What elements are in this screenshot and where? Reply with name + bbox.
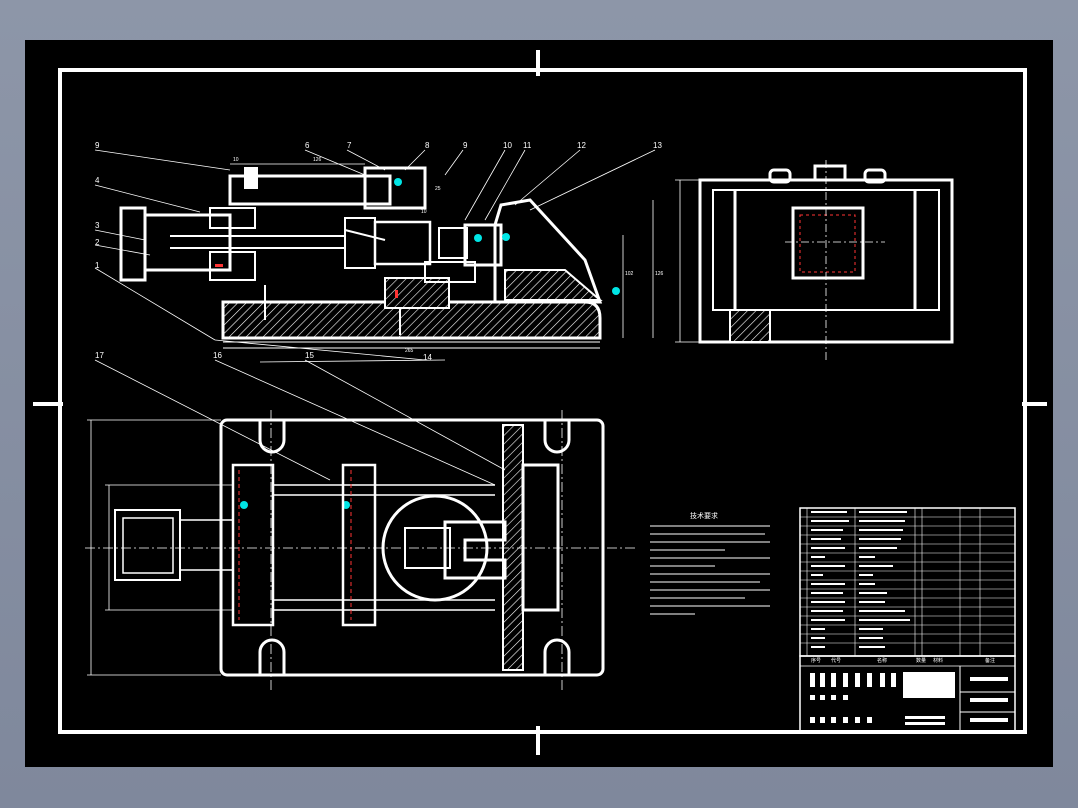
balloons-top: 9 6 7 8 9 10 11 12 13 4 3 2 1	[95, 141, 662, 270]
plan-red-lines	[238, 470, 352, 620]
balloon-label: 15	[305, 351, 314, 360]
balloon-label: 14	[423, 353, 432, 362]
balloon-label: 13	[653, 141, 662, 150]
leader-lines-bottom	[94, 359, 506, 486]
header-cell: 备注	[985, 657, 995, 664]
header-cell: 材料	[933, 657, 943, 664]
balloon-label: 11	[523, 141, 532, 150]
title-block	[799, 655, 1016, 733]
balloon-label: 2	[95, 238, 100, 247]
front-section-view	[119, 166, 603, 349]
dimensions-top: 10 126 25 10 102 126 265	[230, 157, 664, 354]
balloon-label: 8	[425, 141, 430, 150]
balloon-label: 4	[95, 176, 100, 185]
balloon-label: 17	[95, 351, 104, 360]
balloon-label: 16	[213, 351, 222, 360]
dimension-text: 126	[313, 157, 322, 163]
balloon-label: 1	[95, 261, 100, 270]
dimension-text: 102	[625, 271, 634, 277]
header-cell: 序号	[811, 657, 821, 664]
parts-list-header: 序号 代号 名称 数量 材料 备注	[811, 657, 995, 664]
dimension-text: 126	[655, 271, 664, 277]
drawing-sheet: 9 6 7 8 9 10 11 12 13 4 3 2 1 10 126 25 …	[25, 40, 1053, 767]
balloon-label: 9	[463, 141, 468, 150]
leader-lines-top	[94, 149, 656, 363]
balloon-label: 7	[347, 141, 352, 150]
header-cell: 数量	[916, 657, 926, 664]
border-frame	[33, 50, 1047, 755]
balloon-label: 12	[577, 141, 586, 150]
tech-title: 技术要求	[690, 511, 718, 520]
plan-view	[85, 410, 635, 690]
parts-list-text-lines	[811, 511, 910, 648]
balloons-bottom: 17 16 15 14	[95, 351, 432, 362]
balloon-label: 10	[503, 141, 512, 150]
header-cell: 名称	[877, 657, 887, 664]
parts-list	[799, 507, 1016, 657]
red-marks	[215, 264, 398, 298]
dimension-text: 10	[421, 209, 427, 215]
dimension-text: 10	[233, 157, 239, 163]
dimension-text: 265	[405, 348, 414, 354]
side-view	[675, 160, 954, 362]
header-cell: 代号	[831, 657, 841, 664]
dimension-text: 25	[435, 186, 441, 192]
balloon-label: 6	[305, 141, 310, 150]
balloon-label: 3	[95, 221, 100, 230]
balloon-label: 9	[95, 141, 100, 150]
technical-requirements: 技术要求	[650, 511, 770, 615]
cad-drawing: 9 6 7 8 9 10 11 12 13 4 3 2 1 10 126 25 …	[33, 50, 1047, 755]
marker-dots	[240, 178, 620, 509]
